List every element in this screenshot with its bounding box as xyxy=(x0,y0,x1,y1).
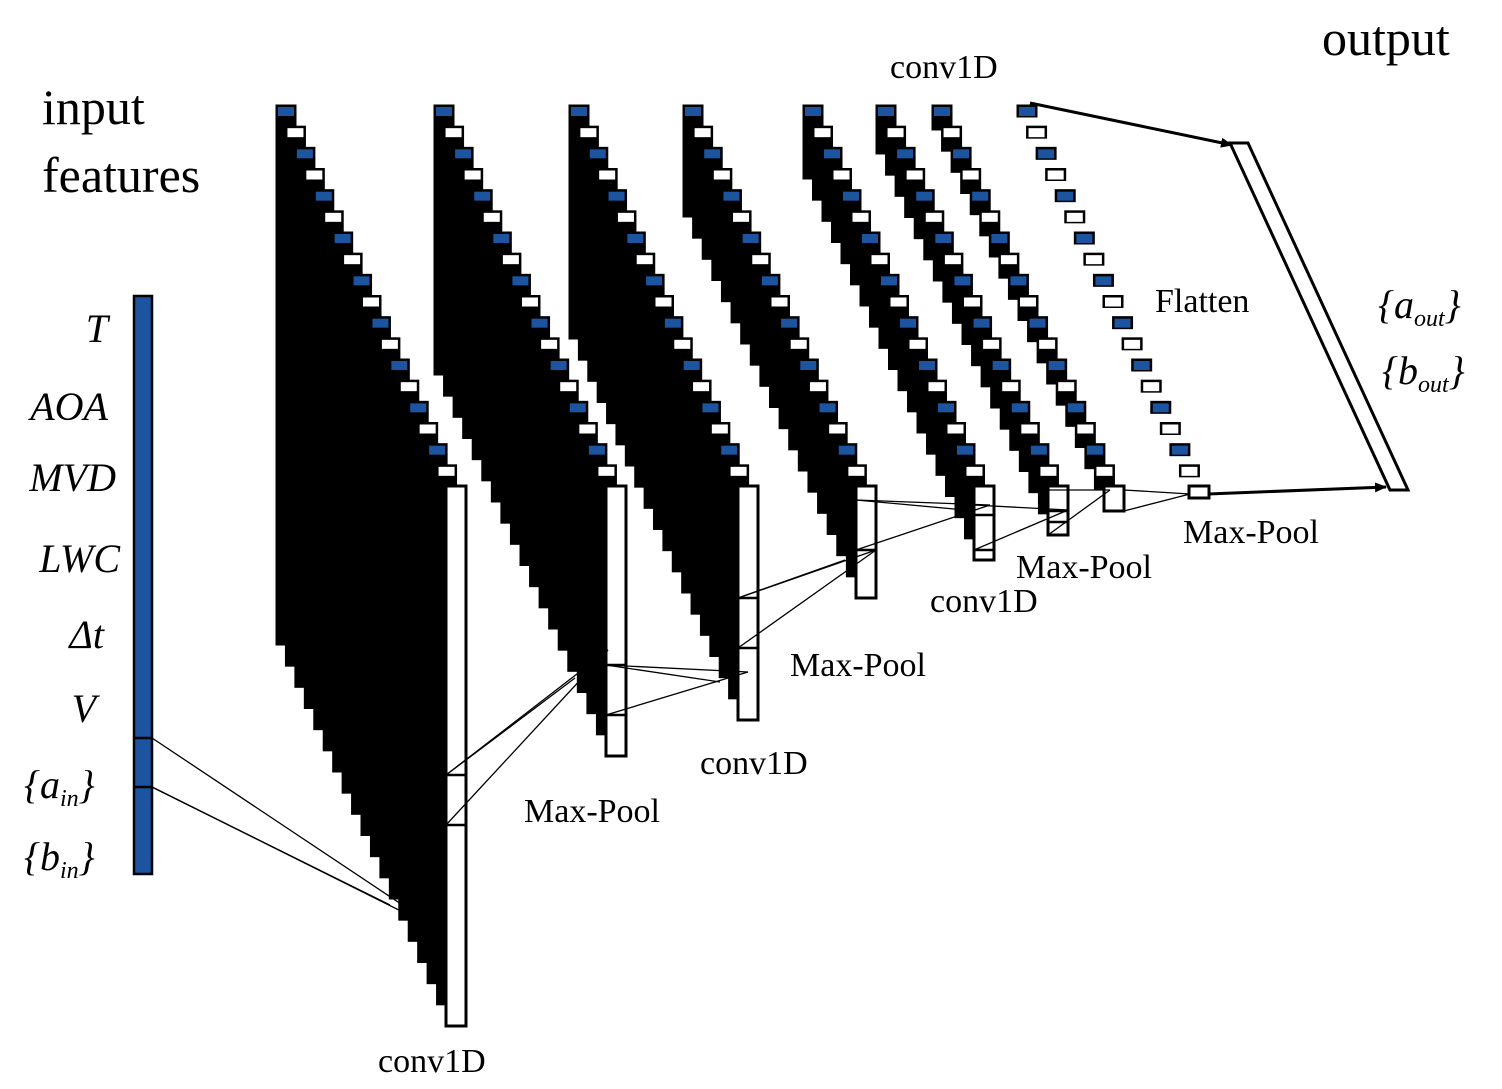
feature-map-sheet xyxy=(444,484,468,1028)
feature-map-sheet xyxy=(1084,443,1106,470)
feature-map-sheet xyxy=(1187,484,1211,500)
feature-map-sheet xyxy=(931,104,953,131)
feature-map-sheet xyxy=(1131,358,1153,372)
feature-map-sheet xyxy=(1150,400,1172,414)
conv1d-layer-1 xyxy=(275,104,468,1028)
flatten-arrow-top xyxy=(1029,101,1233,148)
conv1d-layer-2 xyxy=(568,104,760,722)
feature-label-a-in: {ain} xyxy=(24,762,95,812)
layer-label-maxpool-4: Max-Pool xyxy=(1183,514,1319,551)
maxpool-layer-4 xyxy=(1016,104,1211,500)
feature-label-v: V xyxy=(72,686,101,731)
feature-map-sheet xyxy=(1026,125,1048,139)
feature-label-lwc: LWC xyxy=(38,536,121,581)
layer-label-maxpool-2: Max-Pool xyxy=(790,647,926,684)
feature-map-sheet xyxy=(1140,379,1162,393)
maxpool-layer-2 xyxy=(682,104,878,600)
feature-map-sheet xyxy=(1112,316,1134,330)
layer-label-conv1d-3: conv1D xyxy=(930,583,1038,620)
feature-map-sheet xyxy=(736,484,760,722)
feature-map-sheet xyxy=(1035,146,1057,160)
feature-map-sheet xyxy=(1083,252,1105,266)
feature-map-sheet xyxy=(1102,484,1126,513)
layer-label-conv1d-2: conv1D xyxy=(700,745,808,782)
feature-label-delta-t: Δt xyxy=(67,612,104,657)
input-feature-labels: T AOA MVD LWC Δt V {ain} {bin} xyxy=(24,306,121,884)
maxpool-layer-3 xyxy=(875,104,1070,537)
flatten-vector xyxy=(1227,141,1411,492)
feature-label-b-in: {bin} xyxy=(24,834,95,884)
receptive-field-lines xyxy=(151,489,1191,933)
layer-label-conv1d-4: conv1D xyxy=(890,49,998,86)
feature-label-t: T xyxy=(86,306,111,351)
feature-map-sheet xyxy=(1102,295,1124,308)
input-heading-line1: input xyxy=(42,79,145,135)
feature-map-sheet xyxy=(1159,422,1181,435)
feature-map-sheet xyxy=(1064,210,1086,224)
maxpool-layer-1 xyxy=(433,104,628,758)
feature-map-sheet xyxy=(1073,231,1095,245)
feature-map-sheet xyxy=(1045,168,1067,181)
layer-labels: conv1D Max-Pool conv1D Max-Pool conv1D M… xyxy=(378,49,1319,1080)
layer-stacks xyxy=(275,104,1211,1028)
feature-map-sheet xyxy=(1092,273,1114,287)
conv1d-layer-4 xyxy=(931,104,1126,513)
output-feature-labels: {aout} {bout} xyxy=(1378,282,1465,398)
input-heading-line2: features xyxy=(42,147,200,203)
feature-map-sheet xyxy=(604,484,628,758)
layer-label-conv1d-1: conv1D xyxy=(378,1043,486,1080)
output-label-a-out: {aout} xyxy=(1378,282,1461,332)
feature-label-mvd: MVD xyxy=(28,455,116,500)
feature-map-sheet xyxy=(1017,295,1039,321)
feature-map-sheet xyxy=(1169,443,1191,457)
feature-map-sheet xyxy=(1121,337,1143,351)
feature-map-sheet xyxy=(1016,104,1038,118)
feature-map-sheet xyxy=(988,231,1010,258)
input-feature-vector xyxy=(132,294,154,876)
flatten-label: Flatten xyxy=(1155,283,1249,320)
output-heading: output xyxy=(1322,10,1450,66)
layer-label-maxpool-1: Max-Pool xyxy=(524,793,660,830)
flatten-arrow-bottom xyxy=(1207,482,1387,496)
output-label-b-out: {bout} xyxy=(1382,348,1465,398)
feature-map-sheet xyxy=(1007,273,1029,300)
conv1d-layer-3 xyxy=(802,104,996,562)
layer-label-maxpool-3: Max-Pool xyxy=(1016,549,1152,586)
feature-map-sheet xyxy=(1054,189,1076,203)
feature-map-sheet xyxy=(1178,464,1200,478)
feature-label-aoa: AOA xyxy=(27,384,108,429)
feature-map-sheet xyxy=(854,484,878,600)
